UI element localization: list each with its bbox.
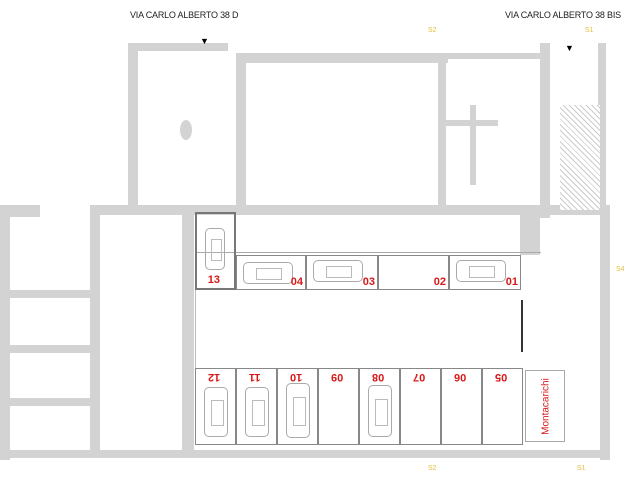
section-mark: S2 xyxy=(428,465,437,472)
parking-spot-07[interactable]: 07 xyxy=(400,368,441,445)
driveway xyxy=(195,290,522,368)
street-label-right: VIA CARLO ALBERTO 38 BIS xyxy=(505,10,621,20)
parking-spot-10[interactable]: 10 xyxy=(277,368,318,445)
parking-spot-05[interactable]: 05 xyxy=(482,368,523,445)
parking-spot-03[interactable]: 03 xyxy=(306,255,378,290)
parking-spot-13[interactable]: 13 xyxy=(195,212,236,290)
parking-spot-06[interactable]: 06 xyxy=(441,368,482,445)
section-mark: S1 xyxy=(577,465,586,472)
parking-spot-12[interactable]: 12 xyxy=(195,368,236,445)
section-mark: S4 xyxy=(616,266,625,273)
street-label-left: VIA CARLO ALBERTO 38 D xyxy=(130,10,239,20)
parking-spot-09[interactable]: 09 xyxy=(318,368,359,445)
parking-spot-04[interactable]: 04 xyxy=(236,255,306,290)
section-mark: S1 xyxy=(585,27,594,34)
parking-spot-01[interactable]: 01 xyxy=(449,255,521,290)
parking-spot-08[interactable]: 08 xyxy=(359,368,400,445)
freight-lift-label: Montacarichi xyxy=(540,378,552,435)
parking-spot-11[interactable]: 11 xyxy=(236,368,277,445)
freight-lift: Montacarichi xyxy=(525,370,565,442)
section-mark: S2 xyxy=(428,27,437,34)
entrance-arrow-icon: ▼ xyxy=(200,36,209,46)
entrance-arrow-icon: ▼ xyxy=(565,43,574,53)
gate xyxy=(521,300,523,352)
parking-spot-02[interactable]: 02 xyxy=(378,255,449,290)
